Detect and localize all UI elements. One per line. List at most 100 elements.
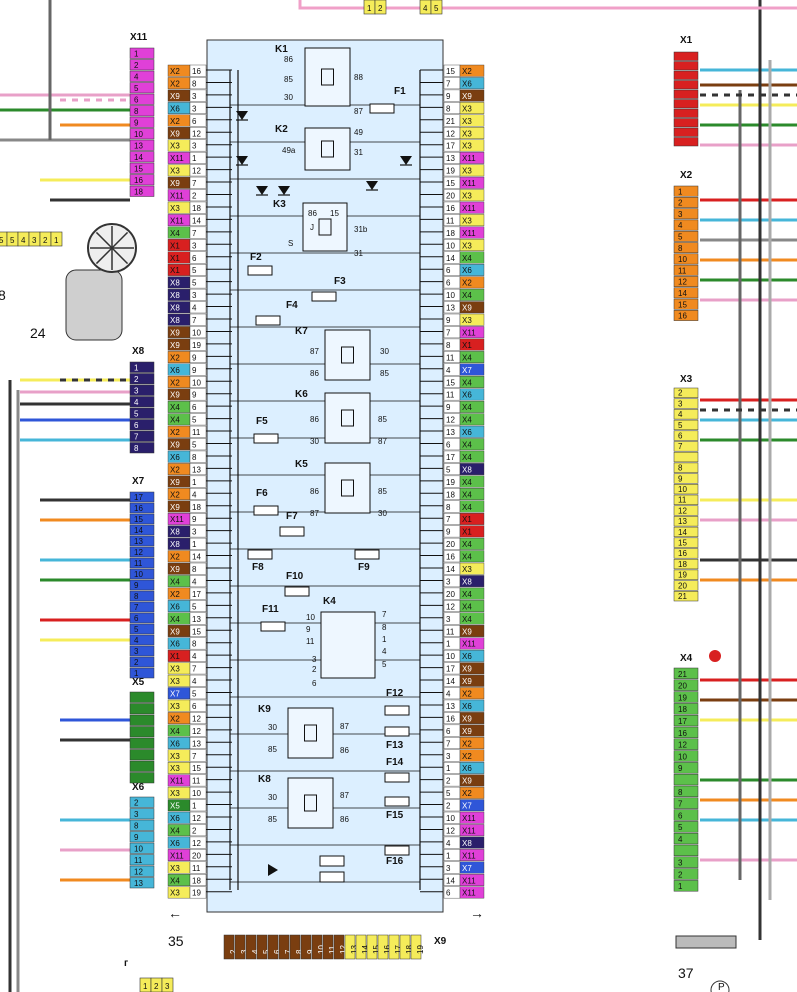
block-left-pin-num-label: 19 — [192, 889, 201, 898]
block-left-pin-num — [189, 301, 207, 314]
block-right-pin-conn — [459, 77, 485, 90]
block-left-pin-conn-label: X2 — [170, 714, 180, 723]
relay-k8-pin: 85 — [268, 815, 277, 824]
x7-pin-label: 4 — [134, 636, 139, 645]
x7-pin-label: 8 — [134, 592, 139, 601]
x6-pin-label: 12 — [134, 868, 143, 877]
x6-pin-label: 13 — [134, 879, 143, 888]
block-left-pin-num-label: 3 — [192, 92, 197, 101]
block-left-pin-conn-label: X3 — [170, 204, 180, 213]
x8-pin — [129, 407, 155, 419]
x9-pin-label: 6 — [273, 949, 282, 954]
x3-pin — [673, 473, 699, 484]
diode — [236, 111, 248, 120]
x7-pin — [129, 546, 155, 558]
block-right-pin-conn-label: X4 — [462, 540, 472, 549]
block-left-pin-num-label: 6 — [192, 117, 197, 126]
block-left-pin-conn-label: X2 — [170, 490, 180, 499]
bottom-connector-pin-label: 3 — [165, 982, 170, 991]
block-left-pin-conn-label: X3 — [170, 167, 180, 176]
block-right-pin-conn — [459, 376, 485, 388]
fuse-f1 — [369, 103, 395, 114]
x7-pin — [129, 524, 155, 536]
x4-pin — [673, 703, 699, 715]
x2-pin-label: 15 — [678, 300, 687, 309]
block-right-pin-conn — [459, 450, 485, 463]
fuse-f13-label: F13 — [386, 740, 404, 751]
block-left-pin-num — [189, 139, 207, 152]
x1-pin — [673, 70, 699, 80]
block-left-pin-num-label: 6 — [192, 702, 197, 711]
block-right-pin-num-label: 3 — [446, 577, 451, 586]
x7-pin — [129, 601, 155, 613]
fuse-f9 — [354, 549, 380, 560]
x6-pin — [129, 819, 155, 831]
x3-pin-label: 18 — [678, 560, 687, 569]
block-right-pin-num-label: 15 — [446, 378, 455, 387]
block-right-pin-num-label: 12 — [446, 129, 455, 138]
x9-pin — [322, 934, 334, 960]
x4-pin-label: 7 — [678, 800, 683, 809]
block-left-pin-num — [189, 102, 207, 114]
block-left-pin-num — [189, 226, 207, 239]
relay-k2-pin: 31 — [354, 148, 363, 157]
block-left-pin-num — [189, 189, 207, 202]
block-right-pin-num-label: 20 — [446, 590, 455, 599]
bottom-connector-pin-label: 2 — [154, 982, 159, 991]
block-right-pin-conn — [459, 537, 485, 550]
x7-pin-label: 11 — [134, 559, 143, 568]
block-right-pin-conn — [459, 749, 485, 762]
fuse-f14 — [384, 772, 410, 783]
x3-pin-label: 19 — [678, 571, 687, 580]
block-right-pin-conn-label: X9 — [462, 92, 472, 101]
block-right-pin-num-label: 13 — [446, 154, 455, 163]
block-right-pin-conn — [459, 724, 485, 737]
block-right-pin-conn-label: X11 — [462, 851, 476, 860]
x2-pin — [673, 230, 699, 242]
block-left-pin-num-label: 20 — [192, 851, 201, 860]
relay-k6-pin: 87 — [378, 437, 387, 446]
wiper-motor-spoke — [95, 247, 113, 265]
block-right-pin-num-label: 19 — [446, 167, 455, 176]
x9-pin-label: 16 — [383, 945, 392, 954]
x4-pin-label: 10 — [678, 752, 687, 761]
x4-pin — [673, 868, 699, 880]
relay-k5-pin: 85 — [378, 487, 387, 496]
block-right-pin-num-label: 3 — [446, 864, 451, 873]
x3-pin — [673, 441, 699, 452]
block-right-pin-num-label: 5 — [446, 789, 451, 798]
block-left-pin-num-label: 12 — [192, 814, 201, 823]
x9-pin — [311, 934, 323, 960]
block-left-pin-num — [189, 400, 207, 413]
x2-pin-label: 2 — [678, 199, 683, 208]
block-left-pin-conn-label: X9 — [170, 478, 180, 487]
block-right-pin-conn-label: X4 — [462, 602, 472, 611]
block-left-pin-num-label: 12 — [192, 167, 201, 176]
block-right-pin-conn — [459, 264, 485, 276]
block-right-pin-conn-label: X4 — [462, 403, 472, 412]
block-left-pin-num-label: 9 — [192, 353, 197, 362]
block-left-pin-conn-label: X2 — [170, 590, 180, 599]
x3-pin — [673, 462, 699, 473]
relay-k3-pin: 15 — [330, 209, 339, 218]
block-right-pin-conn — [459, 326, 485, 339]
x9-title: X9 — [434, 936, 447, 947]
oil-sensor-body — [675, 935, 737, 949]
bottom-mark: г — [124, 958, 128, 969]
relay-k4-pin: 4 — [382, 647, 387, 656]
relay-k6-body — [324, 392, 371, 444]
relay-k4-pin: 11 — [306, 637, 315, 646]
x4-pin — [673, 809, 699, 821]
x4-pin — [673, 762, 699, 774]
block-left-pin-num-label: 5 — [192, 416, 197, 425]
block-left-pin-num-label: 13 — [192, 615, 201, 624]
block-left-pin-conn-label: X4 — [170, 727, 180, 736]
block-right-pin-conn — [459, 562, 485, 575]
block-right-pin-conn-label: X6 — [462, 652, 472, 661]
block-left-pin-conn-label: X1 — [170, 652, 180, 661]
block-left-pin-conn-label: X9 — [170, 565, 180, 574]
block-left-pin-num — [189, 500, 207, 513]
block-right-pin-num-label: 7 — [446, 515, 451, 524]
block-left-pin-num-label: 3 — [192, 142, 197, 151]
relay-k5-body — [324, 462, 371, 514]
